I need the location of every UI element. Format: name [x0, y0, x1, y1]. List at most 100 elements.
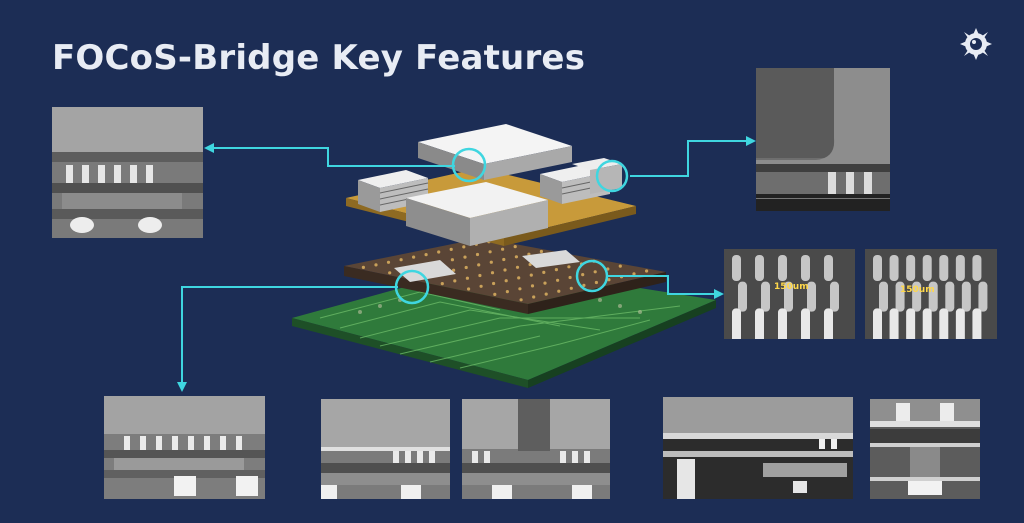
solder-bump	[465, 276, 469, 280]
copper-pillar	[945, 281, 955, 312]
copper-pillar	[824, 255, 833, 281]
copper-pillar	[939, 308, 949, 339]
solder-bump	[517, 276, 521, 280]
copper-pillar	[889, 255, 899, 281]
sem-image-bottom-1	[104, 396, 265, 499]
copper-pillar	[895, 281, 905, 312]
solder-bump	[449, 247, 453, 251]
solder-bump	[493, 292, 497, 296]
solder-bump	[543, 281, 547, 285]
copper-pillar	[972, 308, 982, 339]
solder-bump	[503, 268, 507, 272]
copper-pillar	[801, 255, 810, 281]
solder-bump	[529, 273, 533, 277]
gear-logo-icon	[960, 28, 992, 60]
solder-bump	[567, 265, 571, 269]
solder-bump	[463, 255, 467, 259]
solder-bump	[528, 262, 532, 267]
solder-bump	[477, 263, 481, 267]
copper-pillar	[955, 308, 965, 339]
solder-bump	[544, 292, 548, 296]
copper-pillar	[961, 281, 971, 312]
solder-bump	[453, 279, 457, 283]
solder-bump	[475, 252, 480, 257]
copper-pillar	[732, 255, 741, 281]
solder-bump	[513, 245, 517, 249]
copper-pillar	[784, 281, 793, 312]
solder-bump	[581, 273, 585, 277]
copper-pillar	[873, 308, 882, 339]
solder-bump	[618, 264, 622, 268]
chip-stack	[358, 124, 622, 246]
solder-bump	[557, 289, 561, 293]
copper-pillar	[879, 281, 888, 312]
callout-lines	[181, 140, 752, 388]
sem-image-bottom-4	[663, 397, 853, 499]
copper-pillar	[928, 281, 938, 312]
copper-pillar	[906, 255, 916, 281]
solder-bump	[399, 258, 403, 262]
copper-pillar	[761, 281, 770, 312]
copper-pillar	[955, 255, 965, 281]
solder-bump	[361, 265, 365, 269]
solder-bump	[450, 258, 454, 262]
solder-bump	[478, 273, 482, 278]
solder-bump	[519, 298, 523, 302]
solder-bump	[554, 268, 559, 272]
sem-pillars-image-1: 150um	[724, 249, 855, 339]
solder-bump	[582, 283, 586, 287]
solder-bump	[452, 268, 456, 272]
solder-bump	[530, 284, 535, 288]
solder-bump	[464, 265, 468, 270]
copper-pillar	[922, 308, 932, 339]
pitch-label-2: 150um	[900, 285, 935, 295]
copper-pillar	[755, 255, 764, 281]
solder-bump	[374, 263, 378, 267]
solder-bump	[489, 260, 493, 264]
slide-title: FOCoS-Bridge Key Features	[52, 38, 586, 78]
copper-pillar	[912, 281, 922, 312]
solder-bump	[594, 280, 599, 285]
copper-pillar	[830, 281, 839, 312]
solder-bump	[568, 275, 572, 280]
sem-image-bottom-2	[321, 399, 450, 499]
copper-pillar	[824, 308, 833, 339]
solder-bump	[593, 270, 597, 274]
solder-bump	[539, 249, 544, 254]
sem-image-top-right	[756, 68, 890, 211]
copper-pillar	[807, 281, 816, 312]
copper-pillar	[922, 255, 932, 281]
solder-bump	[607, 278, 611, 282]
solder-bump	[532, 295, 536, 299]
callout-arrowheads	[177, 136, 756, 392]
sem-pillars-image-2: 150um	[865, 249, 997, 339]
solder-bump	[501, 247, 505, 251]
solder-bump	[412, 255, 416, 259]
solder-bump	[386, 260, 391, 264]
solder-bump	[492, 281, 496, 286]
copper-pillar	[801, 308, 810, 339]
solder-bump	[488, 250, 492, 254]
solder-bump	[569, 286, 573, 290]
solder-bump	[645, 269, 649, 273]
solder-bump	[556, 278, 560, 282]
pitch-label-1: 150um	[774, 282, 809, 292]
substrate	[344, 238, 666, 314]
sem-image-top-left	[52, 107, 203, 238]
copper-pillar	[778, 308, 787, 339]
solder-bump	[462, 245, 466, 249]
solder-bump	[504, 279, 508, 283]
solder-bump	[515, 265, 520, 269]
solder-bump	[502, 257, 506, 262]
solder-bump	[440, 282, 444, 286]
solder-bump	[514, 255, 519, 259]
copper-pillar	[755, 308, 764, 339]
copper-pillar	[972, 255, 982, 281]
copper-pillar	[873, 255, 882, 281]
solder-bump	[490, 271, 495, 275]
sem-image-bottom-3	[462, 399, 610, 499]
sem-image-bottom-5	[870, 399, 980, 499]
copper-pillar	[738, 281, 747, 312]
callout-circles	[394, 147, 629, 305]
